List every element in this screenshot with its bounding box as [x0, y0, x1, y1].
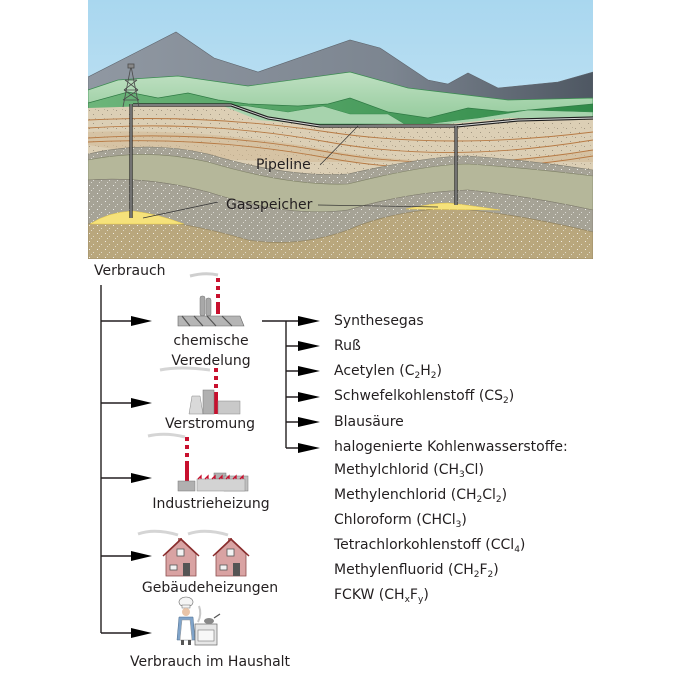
products-trunk-line — [262, 320, 287, 448]
product-russ: Ruß — [334, 338, 361, 354]
arrow-industry — [131, 473, 152, 483]
gas-deposit-left — [89, 210, 185, 225]
branch-industry-label: Industrieheizung — [152, 496, 270, 512]
halogenated-chloroform: Chloroform (CHCl3) — [334, 512, 467, 530]
branch-household-label: Verbrauch im Haushalt — [129, 654, 291, 670]
gas-storage-label: Gasspeicher — [226, 197, 313, 213]
power-plant-icon — [159, 366, 241, 415]
arrow-product-5 — [298, 443, 320, 453]
gas-deposit-right — [405, 202, 501, 211]
branch-chemical-label: chemische Veredelung — [171, 331, 250, 371]
pipeline — [129, 103, 593, 218]
branch-power-label: Verstromung — [165, 416, 255, 432]
drilling-rig-icon — [122, 63, 140, 108]
arrow-product-3 — [298, 392, 320, 402]
arrow-household — [131, 628, 152, 638]
arrow-product-4 — [298, 417, 320, 427]
arrow-product-2 — [298, 366, 320, 376]
arrow-power — [131, 398, 152, 408]
branch-chemical-line-1: chemische — [173, 333, 249, 349]
halogenated-methylchlorid: Methylchlorid (CH3Cl) — [334, 462, 484, 480]
branch-buildings-label: Gebäudeheizungen — [141, 580, 279, 596]
chemical-plant-icon — [177, 272, 245, 327]
branch-chemical-line-2: Veredelung — [171, 353, 251, 369]
gas-storage-landscape — [88, 0, 593, 259]
product-acetylen: Acetylen (C2H2) — [334, 363, 442, 381]
factory-icon — [147, 432, 249, 492]
houses-icon — [137, 529, 250, 577]
product-schwefelkohlenstoff: Schwefelkohlenstoff (CS2) — [334, 388, 515, 406]
halogenated-methylenfluorid: Methylenfluorid (CH2F2) — [334, 562, 499, 580]
pipeline-label: Pipeline — [256, 157, 311, 173]
arrow-product-1 — [298, 341, 320, 351]
halogenated-fckw: FCKW (CHxFy) — [334, 587, 429, 605]
arrow-buildings — [131, 551, 152, 561]
arrow-chemical — [131, 316, 152, 326]
cook-stove-icon — [176, 596, 221, 646]
root-label: Verbrauch — [94, 263, 166, 279]
product-blausaeure: Blausäure — [334, 414, 404, 430]
halogenated-tetrachlorkohlenstoff: Tetrachlorkohlenstoff (CCl4) — [334, 537, 526, 555]
halogenated-methylenchlorid: Methylenchlorid (CH2Cl2) — [334, 487, 508, 505]
product-halogenated-heading: halogenierte Kohlenwasserstoffe: — [334, 439, 568, 455]
product-synthesegas: Synthesegas — [334, 313, 424, 329]
arrow-product-0 — [298, 316, 320, 326]
